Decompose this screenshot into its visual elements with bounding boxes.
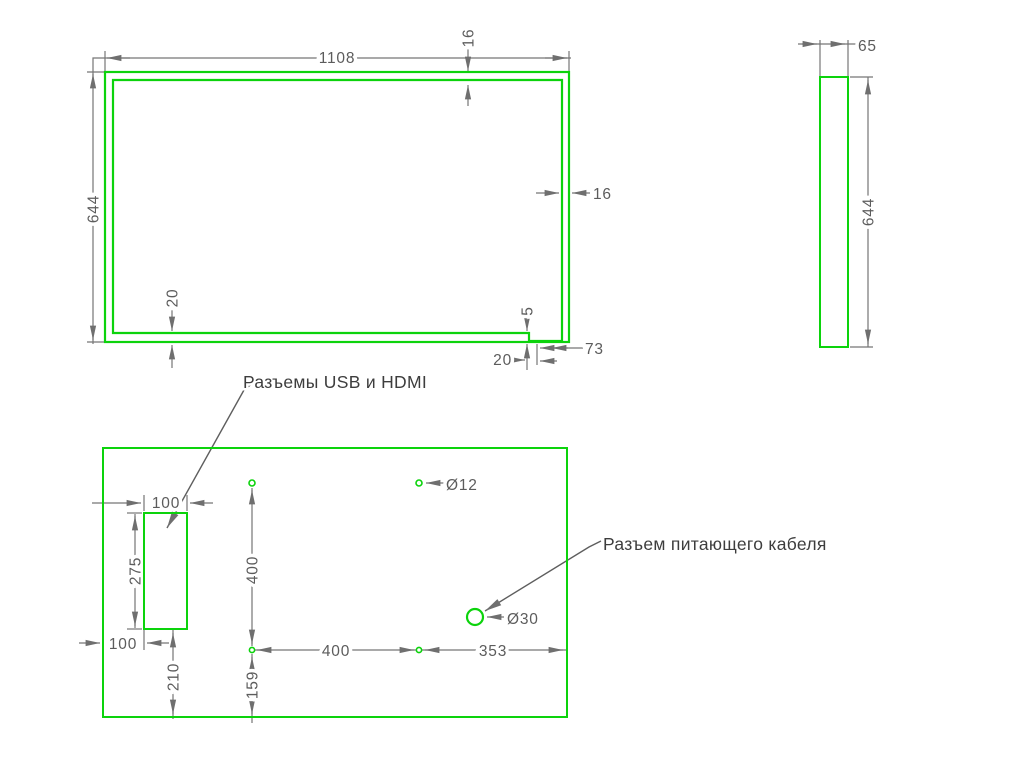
dim-notch-width: 73: [585, 341, 604, 358]
dim-front-height: 644: [86, 195, 103, 223]
dim-bottom-bezel: 20: [165, 289, 182, 308]
dim-hole-vertical-spacing: 400: [245, 556, 262, 584]
side-view-outline: [819, 76, 849, 348]
mount-hole-top-right: [415, 479, 423, 487]
back-rect: [102, 447, 568, 718]
dim-line-width-height: [92, 57, 571, 344]
leader-power: [484, 540, 602, 612]
dim-hole-bottom-offset: 159: [245, 671, 262, 699]
dim-cutout-width: 100: [152, 495, 180, 512]
mount-hole-bottom-right: [415, 646, 423, 654]
front-inner-rect-with-notch: [111, 78, 564, 343]
dim-mount-hole-diameter: Ø12: [446, 477, 478, 494]
usb-hdmi-cutout-rect: [143, 512, 188, 630]
dim-hole-horizontal-spacing: 400: [322, 643, 350, 660]
front-view-dimensions: [87, 47, 590, 370]
label-power-cable-connector: Разъем питающего кабеля: [603, 534, 827, 554]
back-view-outline: [102, 447, 568, 718]
dim-cutout-left-offset: 100: [109, 636, 137, 653]
dim-top-bezel: 16: [461, 29, 478, 48]
dim-depth: 65: [858, 38, 877, 55]
leader-usb-hdmi: [166, 382, 254, 529]
front-view-outline: [103, 70, 571, 344]
dim-power-hole-diameter: Ø30: [507, 611, 539, 628]
dim-notch-depth: 5: [520, 306, 537, 315]
dim-side-height: 644: [861, 198, 878, 226]
dim-side-bezel: 16: [593, 186, 612, 203]
mount-hole-bottom-left: [248, 646, 256, 654]
side-rect: [819, 76, 849, 348]
back-view-dimensions: [79, 382, 602, 723]
label-usb-hdmi-connectors: Разъемы USB и HDMI: [243, 372, 427, 392]
dim-front-width: 1108: [319, 50, 356, 67]
front-outer-rect: [103, 70, 571, 344]
mount-hole-top-left: [248, 479, 256, 487]
dim-hole-right-offset: 353: [479, 643, 507, 660]
dim-cutout-height: 275: [128, 557, 145, 585]
dim-cutout-bottom-offset: 210: [166, 663, 183, 691]
dimension-texts: 1108 644 16 16 20 5 20 73 65 644 100 275…: [82, 25, 881, 703]
side-view-dimensions: [798, 40, 873, 348]
dim-notch-offset: 20: [493, 352, 512, 369]
power-cable-hole: [465, 607, 485, 627]
